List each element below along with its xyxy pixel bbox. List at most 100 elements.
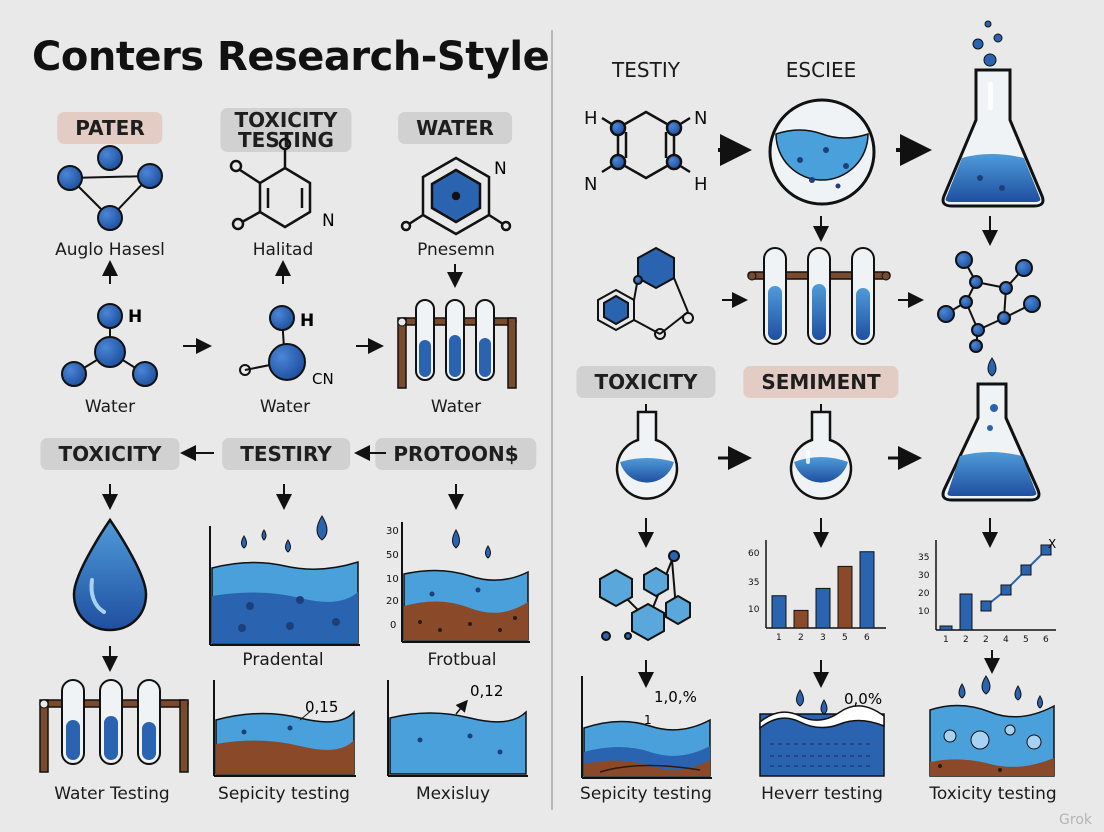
water-tank-pradental [209, 515, 360, 646]
erlenmeyer-flask-1 [941, 20, 1045, 208]
round-flask-1 [615, 410, 679, 500]
chip-toxicity-left: TOXICITY [40, 438, 180, 470]
bar-y-tick: 60 [748, 549, 760, 559]
line-x-tick: 2 [983, 635, 989, 645]
atom-n-right-1: N [694, 108, 707, 129]
tick-30: 30 [386, 526, 399, 537]
value-012: 0,12 [470, 682, 503, 700]
bar-x-tick: 6 [864, 633, 870, 643]
erlenmeyer-flask-2 [941, 357, 1041, 502]
soil-chart-sepicity-right [581, 676, 712, 779]
label-sepicity-left: Sepicity testing [218, 784, 350, 804]
label-pradental: Pradental [242, 650, 324, 670]
label-heverr: Heverr testing [761, 784, 883, 804]
label-water-3: Water [430, 397, 482, 417]
atom-h-1: H [128, 307, 142, 327]
atom-h-right-1: H [584, 108, 598, 129]
molecule-pater [57, 145, 163, 231]
label-sepicity-right: Sepicity testing [580, 784, 712, 804]
label-water-2: Water [259, 397, 311, 417]
label-pnesemn: Pnesemn [417, 240, 495, 260]
molecule-testiy [601, 110, 691, 180]
bar-3 [815, 587, 831, 629]
line-y-tick: 30 [918, 571, 930, 581]
soil-chart-frotbual [401, 522, 530, 643]
atom-cn: CN [312, 370, 334, 388]
chip-protoons: PROTOON$ [375, 438, 537, 470]
hex-crystals [599, 550, 691, 642]
line-x-tick: 5 [1023, 635, 1029, 645]
bar-x-tick: 2 [798, 633, 804, 643]
label-mexisluy: Mexisluy [415, 784, 491, 804]
line-point-5 [1020, 564, 1032, 576]
line-y-tick: 35 [918, 553, 929, 563]
tick-0: 0 [390, 620, 396, 631]
panel-divider [551, 30, 553, 810]
atom-n-toxicity: N [322, 211, 335, 231]
label-halitad: Halitad [252, 240, 314, 260]
frotbual-axis-ticks: 30 50 10 20 0 [386, 526, 399, 631]
tick-10: 10 [386, 574, 399, 585]
bar-6 [859, 551, 875, 629]
bar-x-tick: 1 [776, 633, 782, 643]
atom-h-right-2: H [694, 174, 708, 195]
molecule-water-2 [239, 305, 306, 381]
value-one: 1 [644, 713, 652, 727]
chip-pater: PATER [57, 112, 163, 144]
sphere-flask-esciee [768, 98, 876, 206]
atom-n-right-2: N [584, 174, 597, 195]
line-bar-1 [939, 625, 953, 631]
molecule-water [400, 156, 512, 236]
soil-chart-sepicity-left [213, 680, 356, 777]
tick-50: 50 [386, 550, 399, 561]
bar-x-tick: 3 [820, 633, 826, 643]
atom-h-2: H [300, 311, 314, 331]
heading-testiy: TESTIY [612, 58, 680, 82]
line-point-6 [1040, 544, 1052, 556]
snowy-water-heverr [759, 689, 885, 777]
tick-20: 20 [386, 596, 399, 607]
bubble-tank-toxicity [929, 675, 1055, 777]
molecule-ring-right [937, 251, 1041, 353]
bar-2 [793, 609, 809, 629]
atom-n-water: N [494, 159, 507, 179]
value-00pct: 0,0% [844, 690, 882, 708]
bar-5 [837, 565, 853, 629]
bar-y-tick: 35 [748, 578, 759, 588]
bar-x-tick: 5 [842, 633, 848, 643]
watermark: Grok [1059, 812, 1092, 828]
heading-esciee: ESCIEE [785, 58, 857, 82]
line-y-tick: 20 [918, 589, 930, 599]
line-x-tick: 4 [1003, 635, 1009, 645]
water-drop-icon [72, 517, 148, 632]
bar-1 [771, 595, 787, 629]
test-tube-rack-3 [747, 247, 891, 345]
line-point-4 [1000, 584, 1012, 596]
test-tube-rack-1 [397, 299, 517, 389]
chip-water: WATER [398, 112, 512, 144]
molecule-water-1 [61, 303, 158, 387]
soil-chart-mexisluy [387, 680, 528, 777]
line-bar-2 [959, 593, 973, 631]
label-frotbual: Frotbual [427, 650, 497, 670]
test-tube-rack-2 [39, 679, 189, 773]
line-x-tick: 2 [963, 635, 969, 645]
molecule-bicyclic [597, 246, 694, 340]
line-x-tick: 1 [943, 635, 949, 645]
bar-y-tick: 10 [748, 605, 760, 615]
chip-testiry: TESTIRY [222, 438, 350, 470]
line-point-3 [980, 600, 992, 612]
value-015: 0,15 [305, 698, 338, 716]
label-toxicity-testing-right: Toxicity testing [929, 784, 1057, 804]
molecule-toxicity [229, 137, 312, 231]
label-water-1: Water [84, 397, 136, 417]
label-water-testing: Water Testing [54, 784, 170, 804]
line-y-tick: 10 [918, 607, 930, 617]
label-auglo: Auglo Hasesl [55, 240, 165, 260]
page-title: Conters Research-Style [32, 34, 550, 80]
chip-toxicity-right: TOXICITY [576, 366, 716, 398]
